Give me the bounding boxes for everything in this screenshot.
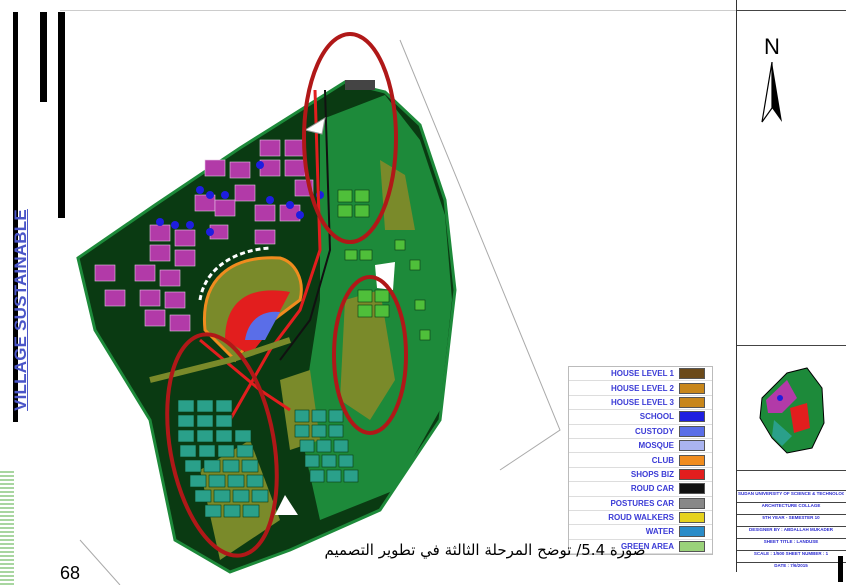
legend-swatch [679, 512, 705, 524]
legend-swatch [679, 526, 705, 538]
title-block-university: SUDAN UNIVERSITY OF SCIENCE & TECHNOLOGY [738, 491, 844, 496]
legend-swatch [679, 411, 705, 423]
title-block-college: ARCHITECTURE COLLAGE [761, 503, 821, 508]
margin-bar-1 [13, 12, 18, 422]
legend-label: GREEN AREA [620, 541, 674, 551]
legend-row: HOUSE LEVEL 3 [569, 396, 712, 411]
margin-bar-2 [40, 12, 47, 102]
legend-swatch [679, 468, 705, 480]
margin-bar-3 [58, 12, 65, 218]
title-block-date: DATE : 7/6/2015 [774, 563, 808, 568]
north-arrow-icon [761, 62, 782, 123]
legend-row: CUSTODY [569, 425, 712, 439]
title-block-sheet-title: SHEET TITLE : LANDUSE [763, 539, 819, 544]
legend-label: ROUD WALKERS [608, 513, 674, 523]
legend-swatch [679, 440, 705, 452]
legend-swatch [679, 368, 705, 380]
legend-swatch [679, 382, 705, 394]
title-block [736, 0, 846, 572]
legend-swatch [679, 540, 705, 552]
figure-caption: صورة 5.4/ توضح المرحلة الثالثة في تطوير … [324, 541, 646, 559]
key-plan-thumbnail [759, 367, 825, 454]
legend-row: HOUSE LEVEL 1 [569, 367, 712, 382]
legend-swatch [679, 483, 705, 495]
legend-swatch [679, 425, 705, 437]
north-arrow: N [752, 34, 792, 124]
legend-label: CUSTODY [635, 426, 674, 436]
title-block-designer: DESIGNER BY : ABDALLAH MUKADER [748, 527, 833, 532]
legend-label: CLUB [651, 455, 674, 465]
legend: HOUSE LEVEL 1 HOUSE LEVEL 2 HOUSE LEVEL … [568, 366, 713, 556]
legend-label: ROUD CAR [630, 484, 674, 494]
legend-row: CLUB [569, 453, 712, 468]
legend-label: WATER [645, 527, 674, 537]
legend-row: HOUSE LEVEL 2 [569, 381, 712, 396]
legend-row: ROUD WALKERS [569, 511, 712, 526]
legend-row: POSTURES CAR [569, 497, 712, 511]
legend-label: MOSQUE [638, 441, 674, 451]
legend-swatch [679, 497, 705, 509]
page-number: 68 [60, 563, 81, 583]
legend-row: MOSQUE [569, 439, 712, 454]
title-block-year: 5TH YEAR - SEMESTER 10 [762, 515, 820, 520]
legend-label: SCHOOL [639, 412, 674, 422]
legend-row: SHOPS BIZ [569, 468, 712, 483]
corner-bar [838, 556, 843, 582]
top-frame-line [60, 10, 740, 11]
legend-row: WATER [569, 525, 712, 540]
legend-swatch [679, 396, 705, 408]
legend-label: POSTURES CAR [610, 498, 674, 508]
decorative-stripe [0, 470, 14, 585]
legend-row: GREEN AREA [569, 540, 712, 555]
legend-row: SCHOOL [569, 410, 712, 425]
title-block-scale: SCALE : 1/500 SHEET NUMBER : 1 [753, 551, 829, 556]
site-plan [76, 32, 561, 585]
legend-label: SHOPS BIZ [630, 469, 674, 479]
legend-label: HOUSE LEVEL 2 [611, 383, 674, 393]
north-label: N [764, 34, 780, 59]
legend-label: HOUSE LEVEL 1 [611, 369, 674, 379]
legend-label: HOUSE LEVEL 3 [611, 397, 674, 407]
legend-swatch [679, 454, 705, 466]
legend-row: ROUD CAR [569, 482, 712, 497]
